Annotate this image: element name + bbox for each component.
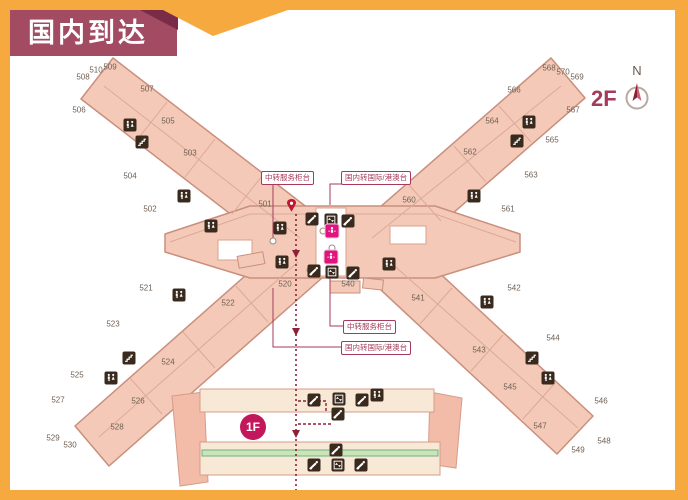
gate-number-547: 547 (533, 421, 547, 431)
restroom-icon (273, 221, 287, 235)
gate-number-530: 530 (63, 440, 77, 450)
callout-connectors (272, 183, 344, 348)
escalator-icon (355, 393, 369, 407)
restroom-icon (177, 189, 191, 203)
restroom-icon (275, 255, 289, 269)
gate-number-569: 569 (570, 72, 584, 82)
gate-number-505: 505 (161, 116, 175, 126)
escalator-icon (305, 212, 319, 226)
gate-number-510: 510 (89, 65, 103, 75)
restroom-icon (204, 219, 218, 233)
escalator-icon (307, 458, 321, 472)
stairs-icon (135, 135, 149, 149)
gate-number-523: 523 (106, 319, 120, 329)
restroom-icon (104, 371, 118, 385)
stairs-icon (510, 134, 524, 148)
elevator-icon (331, 458, 345, 472)
gate-number-509: 509 (103, 62, 117, 72)
callout-intl-transfer-upper: 国内转国际/港澳台 (341, 171, 412, 185)
compass-north-label: N (632, 63, 642, 78)
gate-number-561: 561 (501, 204, 515, 214)
elevator-icon (324, 213, 338, 227)
gate-number-507: 507 (140, 84, 154, 94)
gate-number-548: 548 (597, 436, 611, 446)
gate-number-563: 563 (524, 170, 538, 180)
gate-number-568: 568 (542, 63, 556, 73)
map-rooms (236, 251, 385, 294)
stairs-icon (122, 351, 136, 365)
compass-needle-icon (625, 83, 649, 110)
gate-number-562: 562 (463, 147, 477, 157)
page-title: 国内到达 (28, 18, 148, 48)
gate-number-529: 529 (46, 433, 60, 443)
transfer-icon (324, 250, 338, 264)
lower-left-pillar (171, 391, 209, 487)
gate-number-544: 544 (546, 333, 560, 343)
callout-intl-transfer-lower: 国内转国际/港澳台 (341, 341, 412, 355)
stairs-icon (525, 351, 539, 365)
restroom-icon (370, 388, 384, 402)
escalator-icon (341, 214, 355, 228)
restroom-icon (172, 288, 186, 302)
escalator-icon (346, 266, 360, 280)
gate-number-549: 549 (571, 445, 585, 455)
restroom-icon (123, 118, 137, 132)
walkway-green-strip (201, 449, 439, 457)
gate-number-560: 560 (402, 195, 416, 205)
gate-number-528: 528 (110, 422, 124, 432)
transfer-icon (325, 224, 339, 238)
gate-number-521: 521 (139, 283, 153, 293)
gate-number-503: 503 (183, 148, 197, 158)
escalator-icon (307, 264, 321, 278)
floor-label-2f: 2F (591, 86, 617, 111)
route-arrows (292, 250, 300, 438)
restroom-icon (480, 295, 494, 309)
lower-level-building (171, 388, 463, 487)
escalator-icon (331, 407, 345, 421)
gate-number-501: 501 (258, 199, 272, 209)
callout-transfer-counter-upper: 中转服务柜台 (261, 171, 314, 185)
gate-number-522: 522 (221, 298, 235, 308)
gate-number-567: 567 (566, 105, 580, 115)
gate-number-541: 541 (411, 293, 425, 303)
gate-number-542: 542 (507, 283, 521, 293)
gate-number-508: 508 (76, 72, 90, 82)
gate-number-546: 546 (594, 396, 608, 406)
gate-number-564: 564 (485, 116, 499, 126)
gate-number-502: 502 (143, 204, 157, 214)
gate-number-504: 504 (123, 171, 137, 181)
restroom-icon (522, 115, 536, 129)
escalator-icon (329, 443, 343, 457)
gate-number-527: 527 (51, 395, 65, 405)
escalator-icon (354, 458, 368, 472)
restroom-icon (382, 257, 396, 271)
gate-number-566: 566 (507, 85, 521, 95)
gate-number-543: 543 (472, 345, 486, 355)
floor-badge-1f: 1F (240, 414, 266, 440)
gate-number-565: 565 (545, 135, 559, 145)
gate-number-524: 524 (161, 357, 175, 367)
transfer-route (295, 214, 331, 490)
gate-number-520: 520 (278, 279, 292, 289)
gate-number-545: 545 (503, 382, 517, 392)
gate-number-506: 506 (72, 105, 86, 115)
restroom-icon (467, 189, 481, 203)
gate-number-570: 570 (556, 67, 570, 77)
gate-number-526: 526 (131, 396, 145, 406)
elevator-icon (325, 265, 339, 279)
restroom-icon (541, 371, 555, 385)
compass: N (620, 64, 654, 118)
elevator-icon (332, 392, 346, 406)
location-pin-icon (285, 199, 298, 215)
callout-transfer-counter-lower: 中转服务柜台 (343, 320, 396, 334)
map-details (98, 85, 579, 438)
gate-number-540: 540 (341, 279, 355, 289)
gate-number-525: 525 (70, 370, 84, 380)
escalator-icon (307, 393, 321, 407)
page-title-banner: 国内到达 (10, 10, 177, 56)
